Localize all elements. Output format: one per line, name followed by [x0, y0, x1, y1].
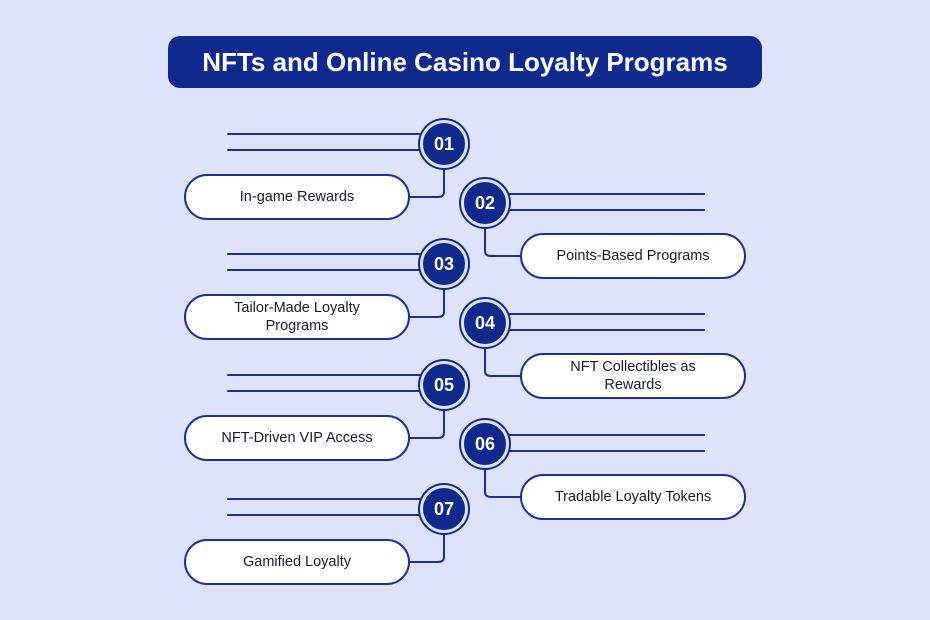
step-number-badge-06: 06: [461, 420, 509, 468]
step-label-03: Tailor-Made Loyalty Programs: [184, 294, 410, 340]
step-number-badge-04: 04: [461, 299, 509, 347]
step-label-01: In-game Rewards: [184, 174, 410, 220]
step-number-badge-07: 07: [420, 485, 468, 533]
step-number-badge-03: 03: [420, 240, 468, 288]
step-label-05: NFT-Driven VIP Access: [184, 415, 410, 461]
step-number-badge-01: 01: [420, 120, 468, 168]
connector-02: [484, 202, 527, 257]
connector-05: [403, 384, 445, 439]
connector-04: [484, 322, 527, 377]
step-label-02: Points-Based Programs: [520, 233, 746, 279]
step-number-badge-05: 05: [420, 361, 468, 409]
step-label-06: Tradable Loyalty Tokens: [520, 474, 746, 520]
connector-06: [484, 443, 527, 498]
page-title: NFTs and Online Casino Loyalty Programs: [168, 36, 762, 88]
step-label-04: NFT Collectibles as Rewards: [520, 353, 746, 399]
step-number-badge-02: 02: [461, 179, 509, 227]
connector-01: [403, 143, 445, 198]
step-label-07: Gamified Loyalty: [184, 539, 410, 585]
connector-03: [403, 263, 445, 318]
connector-07: [403, 508, 445, 563]
